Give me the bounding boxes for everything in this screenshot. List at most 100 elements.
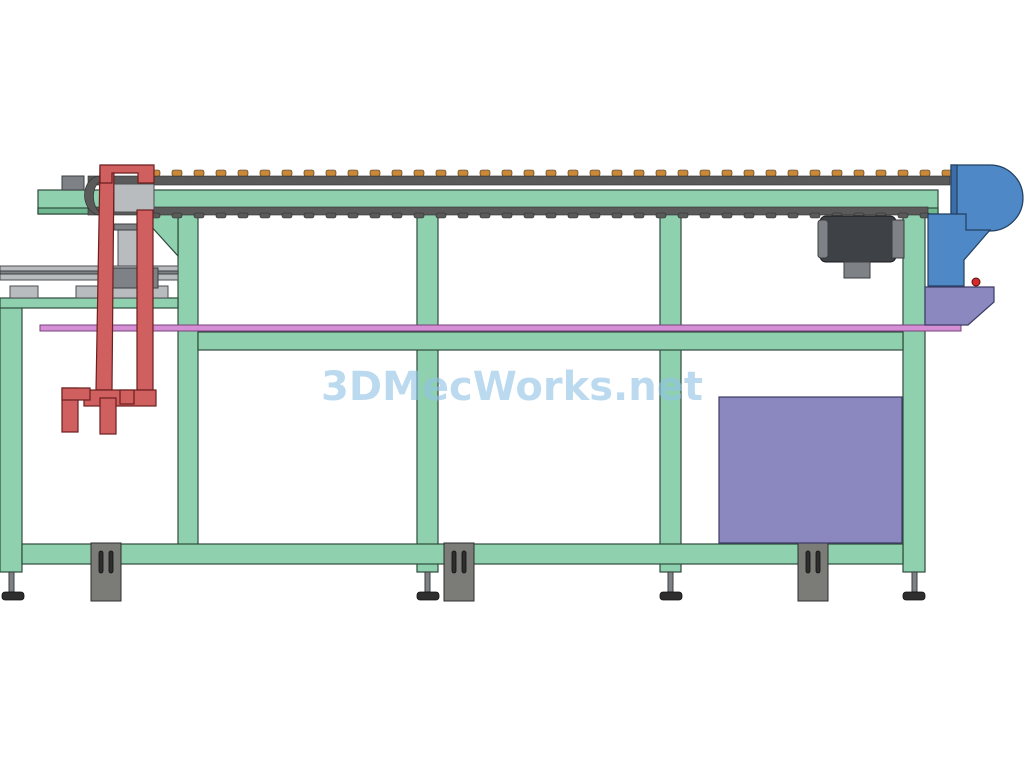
chain-link-lower bbox=[479, 212, 491, 219]
slide-carriage bbox=[9, 285, 39, 299]
chain-link-upper bbox=[171, 169, 183, 177]
chain-link-upper bbox=[545, 169, 557, 177]
leveling-foot bbox=[1, 571, 25, 601]
chain-link-upper bbox=[677, 169, 689, 177]
foot-pad bbox=[1, 591, 25, 601]
frame-leg-left bbox=[0, 305, 23, 573]
chain-link-upper bbox=[567, 169, 579, 177]
chain-link-upper bbox=[215, 169, 227, 177]
leveling-screw bbox=[911, 571, 918, 593]
foot-bracket-plate bbox=[90, 542, 122, 602]
frame-leg-inner bbox=[177, 213, 199, 547]
chain-link-upper bbox=[919, 169, 931, 177]
chain-link-lower bbox=[391, 212, 403, 219]
drive-housing bbox=[950, 164, 1024, 232]
motor-icon bbox=[817, 215, 905, 279]
chain-link-upper bbox=[897, 169, 909, 177]
chain-link-lower bbox=[743, 212, 755, 219]
chain-link-lower bbox=[545, 212, 557, 219]
chain-link-upper bbox=[611, 169, 623, 177]
bracket-slot bbox=[108, 550, 114, 574]
drive-unit bbox=[927, 164, 1024, 287]
motor-body bbox=[819, 215, 897, 263]
chain-link-lower bbox=[215, 212, 227, 219]
gripper-arm bbox=[61, 164, 157, 435]
idler-block bbox=[113, 183, 155, 213]
chain-link-lower bbox=[765, 212, 777, 219]
foot-bracket bbox=[443, 542, 475, 602]
chain-link-upper bbox=[281, 169, 293, 177]
chain-link-upper bbox=[809, 169, 821, 177]
chain-link-upper bbox=[655, 169, 667, 177]
foot-pad bbox=[416, 591, 440, 601]
motor-end-cap bbox=[891, 219, 905, 259]
chain-link-upper bbox=[391, 169, 403, 177]
chain-link-upper bbox=[787, 169, 799, 177]
chain-link-lower bbox=[281, 212, 293, 219]
chain-link-lower bbox=[699, 212, 711, 219]
gripper-finger-right bbox=[99, 397, 117, 435]
chain-link-lower bbox=[501, 212, 513, 219]
chain-link-upper bbox=[303, 169, 315, 177]
leveling-foot bbox=[902, 571, 926, 601]
chain-link-lower bbox=[347, 212, 359, 219]
foot-bracket bbox=[797, 542, 829, 602]
chain-link-lower bbox=[897, 212, 909, 219]
bracket-slot bbox=[461, 550, 467, 574]
idler-clamp bbox=[61, 175, 85, 191]
chain-link-lower bbox=[325, 212, 337, 219]
chain-link-lower bbox=[567, 212, 579, 219]
leveling-screw bbox=[8, 571, 15, 593]
frame-leg-right bbox=[902, 213, 926, 573]
leveling-feet bbox=[1, 571, 926, 601]
chain-links bbox=[149, 169, 953, 219]
chain-link-upper bbox=[699, 169, 711, 177]
conveyor-chain bbox=[84, 169, 953, 219]
chain-link-upper bbox=[347, 169, 359, 177]
chain-link-lower bbox=[303, 212, 315, 219]
gripper-arm-top-bracket bbox=[99, 164, 155, 184]
chain-link-upper bbox=[831, 169, 843, 177]
chain-link-lower bbox=[809, 212, 821, 219]
chain-link-upper bbox=[589, 169, 601, 177]
chain-link-lower bbox=[589, 212, 601, 219]
motor-terminal-box bbox=[843, 261, 871, 279]
leveling-foot bbox=[416, 571, 440, 601]
chain-link-upper bbox=[413, 169, 425, 177]
emergency-stop-icon bbox=[971, 277, 981, 287]
bracket-slot bbox=[805, 550, 811, 574]
chain-link-upper bbox=[435, 169, 447, 177]
chain-link-upper bbox=[325, 169, 337, 177]
chain-link-upper bbox=[457, 169, 469, 177]
chain-link-upper bbox=[259, 169, 271, 177]
slide-rail-groove bbox=[0, 270, 179, 275]
chain-link-upper bbox=[193, 169, 205, 177]
chain-link-lower bbox=[457, 212, 469, 219]
chain-link-lower bbox=[721, 212, 733, 219]
chain-link-upper bbox=[853, 169, 865, 177]
foot-bracket-plate bbox=[797, 542, 829, 602]
chain-link-lower bbox=[435, 212, 447, 219]
guide-rail bbox=[39, 324, 962, 332]
chain-link-lower bbox=[237, 212, 249, 219]
chain-link-upper bbox=[721, 169, 733, 177]
chain-link-lower bbox=[611, 212, 623, 219]
chain-link-lower bbox=[413, 212, 425, 219]
chain-link-upper bbox=[479, 169, 491, 177]
chain-upper-strand bbox=[87, 175, 951, 186]
chain-link-upper bbox=[875, 169, 887, 177]
chain-link-upper bbox=[501, 169, 513, 177]
foot-pad bbox=[902, 591, 926, 601]
chain-link-lower bbox=[787, 212, 799, 219]
chain-link-lower bbox=[655, 212, 667, 219]
leveling-screw bbox=[424, 571, 431, 593]
chain-link-upper bbox=[523, 169, 535, 177]
chain-link-lower bbox=[523, 212, 535, 219]
bracket-slot bbox=[451, 550, 457, 574]
chain-link-upper bbox=[633, 169, 645, 177]
watermark: 3DMecWorks.net bbox=[321, 364, 703, 410]
chain-link-upper bbox=[743, 169, 755, 177]
chain-link-lower bbox=[677, 212, 689, 219]
gripper-arm-side-plate bbox=[136, 209, 154, 391]
